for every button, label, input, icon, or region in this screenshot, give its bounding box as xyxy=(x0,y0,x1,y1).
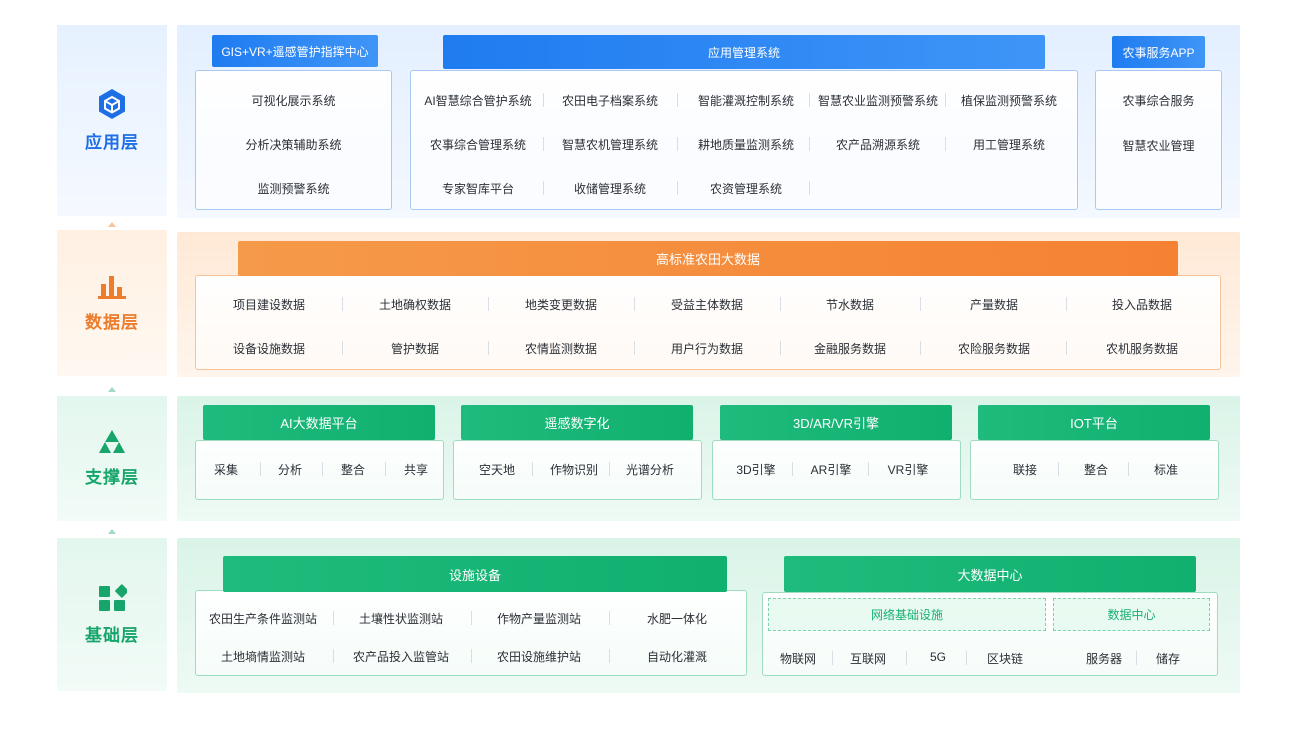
data-item: 设备设施数据 xyxy=(232,342,305,356)
facility-item: 农产品投入监管站 xyxy=(352,650,449,664)
iot-item: 整合 xyxy=(1083,463,1108,477)
engine-item: 3D引擎 xyxy=(736,463,776,477)
remote-sensing-header: 遥感数字化 xyxy=(461,405,693,440)
bar-chart-icon xyxy=(98,275,126,299)
layer-title-data: 数据层 xyxy=(85,312,139,332)
mgmt-item: 植保监测预警系统 xyxy=(960,94,1057,108)
engine-item: AR引擎 xyxy=(810,463,852,477)
facility-item: 自动化灌溉 xyxy=(646,650,707,664)
arrow-up-icon xyxy=(108,222,116,227)
data-item: 用户行为数据 xyxy=(670,342,743,356)
bigdata-item: 服务器 xyxy=(1085,652,1122,666)
mgmt-item: 农产品溯源系统 xyxy=(835,138,920,152)
bigdata-header: 大数据中心 xyxy=(784,556,1196,592)
gis-box xyxy=(195,70,392,210)
data-item: 农险服务数据 xyxy=(957,342,1030,356)
data-item: 项目建设数据 xyxy=(232,298,305,312)
iot-box xyxy=(970,440,1219,500)
arrow-up-icon xyxy=(108,529,116,534)
mgmt-item: 智慧农机管理系统 xyxy=(561,138,658,152)
ai-platform-item: 整合 xyxy=(340,463,365,477)
data-item: 金融服务数据 xyxy=(813,342,886,356)
mgmt-item: 农事综合管理系统 xyxy=(429,138,526,152)
layer-label-data: 数据层 xyxy=(57,230,167,376)
facility-item: 作物产量监测站 xyxy=(496,612,581,626)
farm-app-item: 智慧农业管理 xyxy=(1122,139,1195,153)
layer-label-support: 支撑层 xyxy=(57,396,167,521)
engine-item: VR引擎 xyxy=(887,463,929,477)
ai-platform-item: 采集 xyxy=(213,463,238,477)
facility-item: 农田生产条件监测站 xyxy=(208,612,317,626)
ai-platform-item: 分析 xyxy=(277,463,302,477)
mgmt-item: 智能灌溉控制系统 xyxy=(697,94,794,108)
data-item: 土地确权数据 xyxy=(378,298,451,312)
mgmt-box xyxy=(410,70,1078,210)
remote-sensing-item: 空天地 xyxy=(478,463,515,477)
layer-label-base: 基础层 xyxy=(57,538,167,691)
blocks-icon xyxy=(99,584,127,611)
ai-platform-item: 共享 xyxy=(403,463,428,477)
triangles-icon xyxy=(99,430,125,453)
gis-item: 监测预警系统 xyxy=(257,182,330,196)
data-box xyxy=(195,275,1221,370)
facility-item: 土壤性状监测站 xyxy=(358,612,443,626)
gis-item: 分析决策辅助系统 xyxy=(245,138,342,152)
facility-item: 土地墒情监测站 xyxy=(220,650,305,664)
farm-app-box xyxy=(1095,70,1222,210)
remote-sensing-item: 光谱分析 xyxy=(625,463,674,477)
iot-item: 标准 xyxy=(1153,463,1178,477)
arrow-up-icon xyxy=(108,387,116,392)
data-item: 农情监测数据 xyxy=(524,342,597,356)
layer-label-app: 应用层 xyxy=(57,25,167,216)
remote-sensing-box xyxy=(453,440,702,500)
data-item: 节水数据 xyxy=(825,298,874,312)
data-item: 产量数据 xyxy=(969,298,1018,312)
bigdata-item: 5G xyxy=(929,650,946,664)
data-item: 管护数据 xyxy=(390,342,439,356)
farm-app-item: 农事综合服务 xyxy=(1122,94,1195,108)
iot-header: IOT平台 xyxy=(978,405,1210,440)
iot-item: 联接 xyxy=(1012,463,1037,477)
bigdata-item: 区块链 xyxy=(986,652,1023,666)
facility-item: 水肥一体化 xyxy=(646,612,707,626)
mgmt-item: 耕地质量监测系统 xyxy=(697,138,794,152)
mgmt-header: 应用管理系统 xyxy=(443,35,1045,69)
bigdata-item: 储存 xyxy=(1155,652,1180,666)
layer-title-support: 支撑层 xyxy=(85,468,139,487)
mgmt-item: 农田电子档案系统 xyxy=(561,94,658,108)
remote-sensing-item: 作物识别 xyxy=(549,463,598,477)
farm-app-header: 农事服务APP xyxy=(1112,36,1205,68)
layer-title-base: 基础层 xyxy=(85,626,139,645)
mgmt-item: 专家智库平台 xyxy=(441,182,514,196)
network-infrastructure-label: 网络基础设施 xyxy=(768,598,1046,631)
gis-header: GIS+VR+遥感管护指挥中心 xyxy=(212,35,378,67)
data-header: 高标准农田大数据 xyxy=(238,241,1178,276)
layer-title-app: 应用层 xyxy=(85,133,139,152)
cube-icon xyxy=(99,89,125,119)
facility-header: 设施设备 xyxy=(223,556,727,592)
gis-item: 可视化展示系统 xyxy=(251,94,336,108)
data-item: 投入品数据 xyxy=(1111,298,1172,312)
data-item: 农机服务数据 xyxy=(1105,342,1178,356)
facility-item: 农田设施维护站 xyxy=(496,650,581,664)
mgmt-item: AI智慧综合管护系统 xyxy=(424,94,532,108)
bigdata-item: 物联网 xyxy=(779,652,816,666)
mgmt-item: 农资管理系统 xyxy=(709,182,782,196)
engine-header: 3D/AR/VR引擎 xyxy=(720,405,952,440)
data-center-label: 数据中心 xyxy=(1053,598,1210,631)
mgmt-item: 智慧农业监测预警系统 xyxy=(817,94,938,108)
ai-platform-box xyxy=(195,440,444,500)
engine-box xyxy=(712,440,961,500)
bigdata-item: 互联网 xyxy=(849,652,886,666)
data-item: 地类变更数据 xyxy=(524,298,597,312)
data-item: 受益主体数据 xyxy=(670,298,743,312)
ai-platform-header: AI大数据平台 xyxy=(203,405,435,440)
mgmt-item: 收储管理系统 xyxy=(573,182,646,196)
mgmt-item: 用工管理系统 xyxy=(972,138,1045,152)
